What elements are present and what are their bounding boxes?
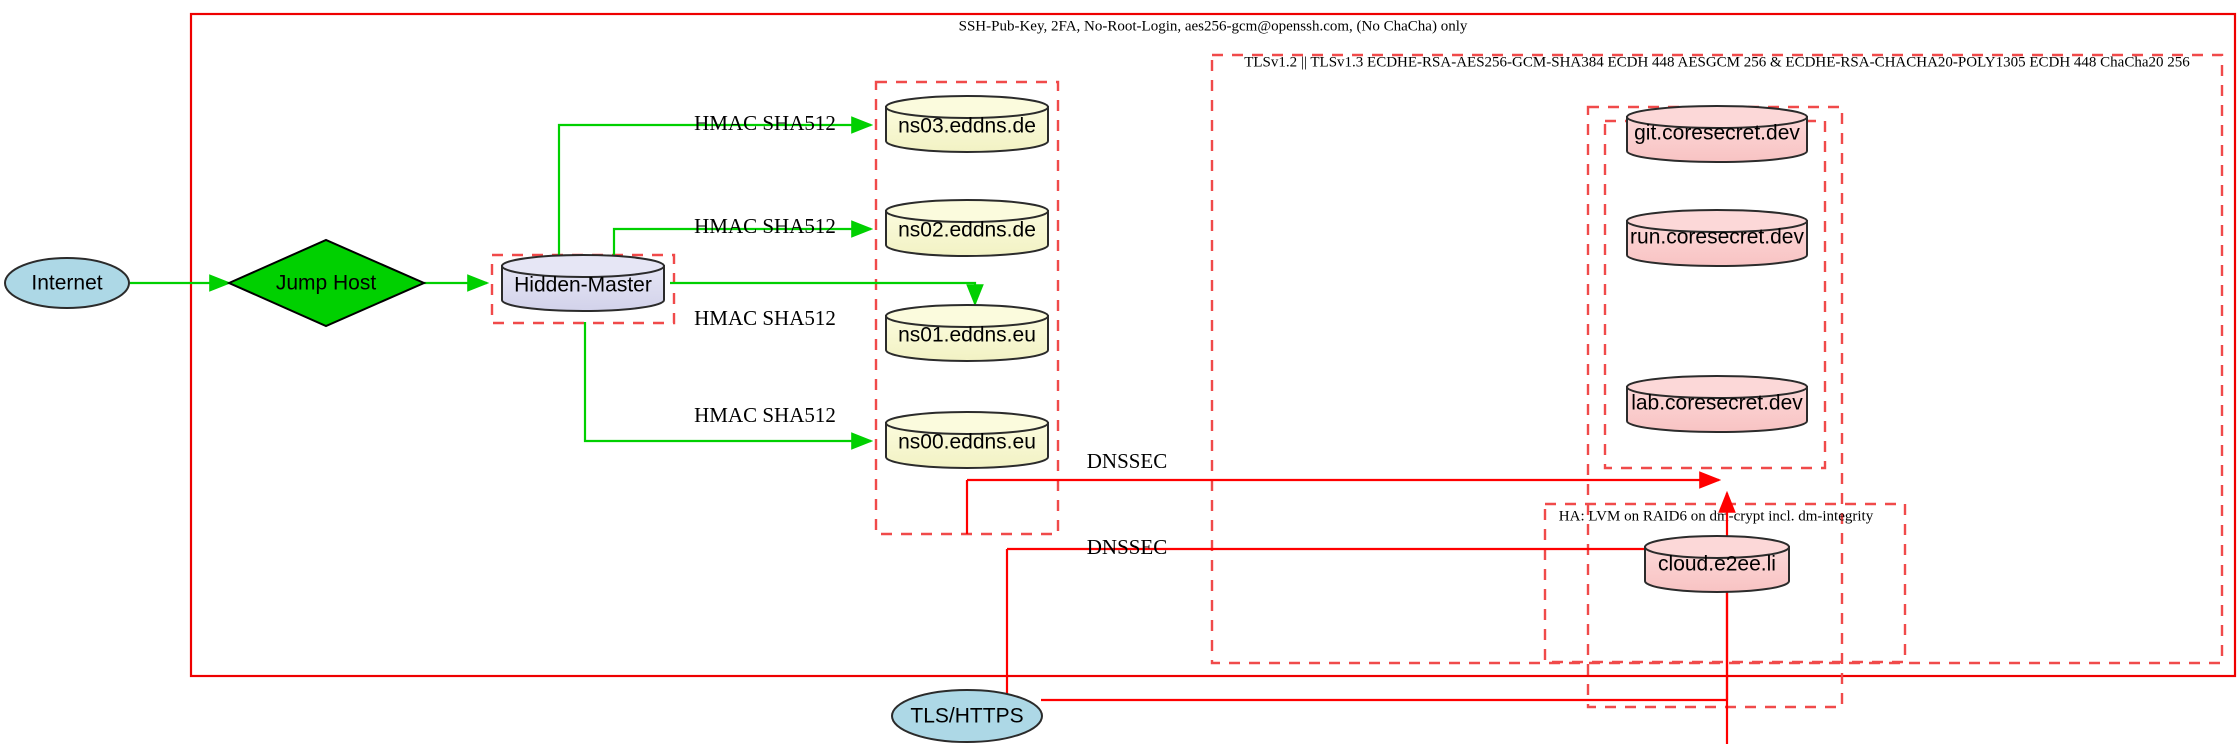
node-hidden-master[interactable]: Hidden-Master [501,254,665,312]
node-internet-label: Internet [31,272,102,295]
node-ns02[interactable]: ns02.eddns.de [885,199,1049,257]
edge-label-hmac-ns03: HMAC SHA512 [694,111,836,135]
node-git-coresecret-label: git.coresecret.dev [1634,122,1800,145]
node-ns00[interactable]: ns00.eddns.eu [885,411,1049,469]
node-ns01-label: ns01.eddns.eu [898,324,1036,347]
node-ns02-label: ns02.eddns.de [898,219,1036,242]
outer-security-boundary [189,12,2237,678]
edge-label-hmac-ns01: HMAC SHA512 [694,306,836,330]
edge-label-dnssec-upper: DNSSEC [1087,449,1168,473]
tls-policy-note: TLSv1.2 || TLSv1.3 ECDHE-RSA-AES256-GCM-… [1244,54,2190,70]
node-tls-https-label: TLS/HTTPS [910,705,1023,728]
edge-hiddenmaster-ns03 [557,116,874,258]
node-ns03-label: ns03.eddns.de [898,115,1036,138]
edge-label-dnssec-lower: DNSSEC [1087,535,1168,559]
node-ns01[interactable]: ns01.eddns.eu [885,304,1049,362]
node-internet[interactable]: Internet [4,257,130,309]
node-ns03[interactable]: ns03.eddns.de [885,95,1049,153]
edge-hiddenmaster-ns02 [612,220,874,258]
node-cloud-e2ee[interactable]: cloud.e2ee.li [1644,535,1790,593]
edge-label-hmac-ns00: HMAC SHA512 [694,403,836,427]
ssh-policy-note: SSH-Pub-Key, 2FA, No-Root-Login, aes256-… [959,18,1468,34]
node-tls-https[interactable]: TLS/HTTPS [891,689,1043,743]
node-git-coresecret[interactable]: git.coresecret.dev [1626,105,1808,163]
node-lab-coresecret[interactable]: lab.coresecret.dev [1626,375,1808,433]
node-cloud-e2ee-label: cloud.e2ee.li [1658,553,1776,576]
ha-storage-note: HA: LVM on RAID6 on dm-crypt incl. dm-in… [1559,508,1874,524]
node-lab-coresecret-label: lab.coresecret.dev [1631,392,1803,415]
edge-hiddenmaster-ns00 [583,322,874,450]
node-jump-host-label: Jump Host [276,272,377,295]
node-hidden-master-label: Hidden-Master [514,274,652,297]
node-jump-host[interactable]: Jump Host [226,238,427,328]
node-ns00-label: ns00.eddns.eu [898,431,1036,454]
edge-label-hmac-ns02: HMAC SHA512 [694,214,836,238]
edge-hiddenmaster-ns01 [670,281,984,307]
node-run-coresecret[interactable]: run.coresecret.dev [1626,209,1808,267]
node-run-coresecret-label: run.coresecret.dev [1630,226,1804,249]
